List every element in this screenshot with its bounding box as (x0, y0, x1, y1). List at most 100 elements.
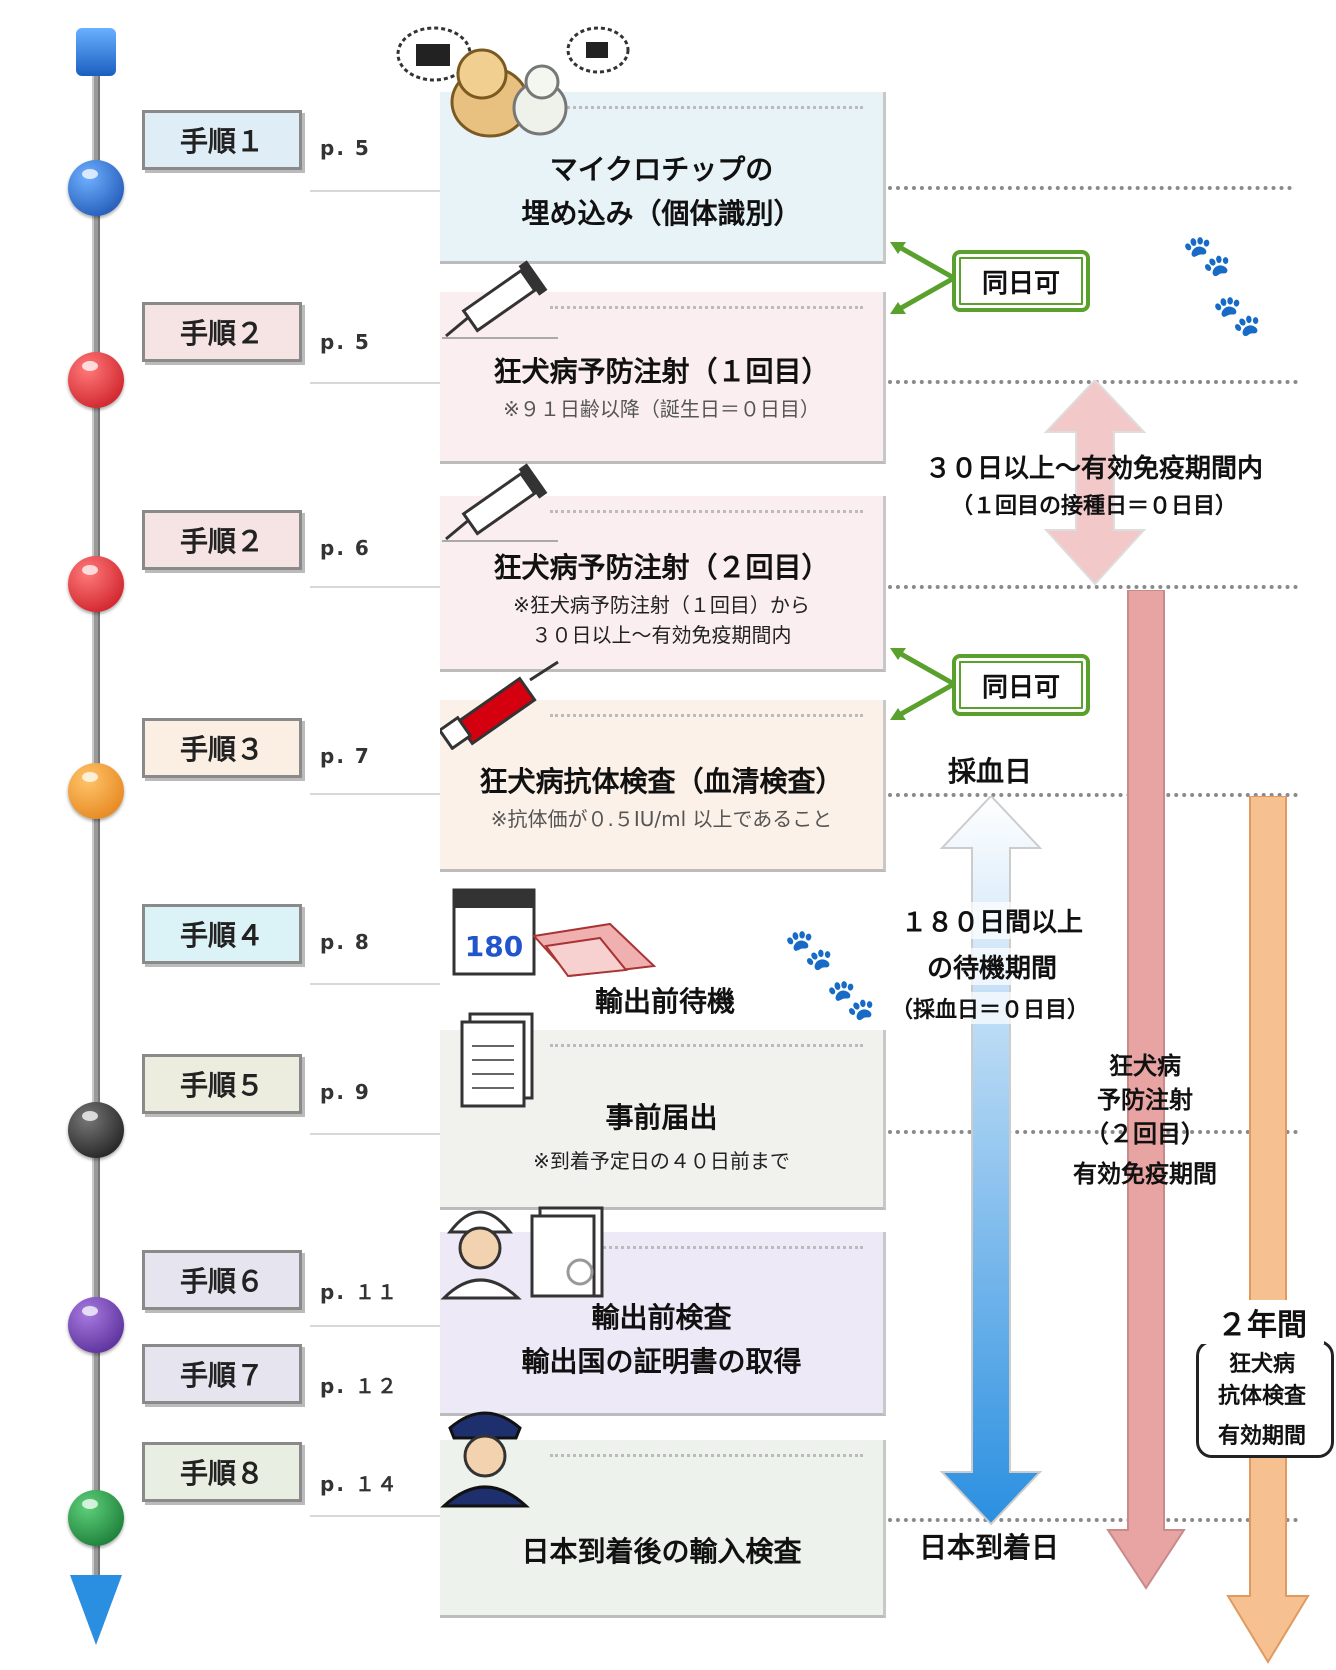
waiting-label-2: の待機期間 (892, 948, 1092, 985)
page-ref: p. １４ (320, 1472, 399, 1496)
page-ref: p. 5 (320, 330, 371, 354)
step-note: ※抗体価が０.５IU/ml 以上であること (490, 807, 833, 831)
vaccine-period-label-2: 予防注射 (1097, 1086, 1193, 1114)
step-note: ※狂犬病予防注射（１回目）から ３０日以上～有効免疫期間内 (513, 593, 810, 647)
step-title: マイクロチップの 埋め込み（個体識別） (521, 153, 802, 230)
step-label: 手順２ (142, 302, 302, 362)
guide-vaccine-2 (888, 585, 1298, 589)
stitch-line (550, 1246, 863, 1259)
guide-microchip (888, 186, 1292, 190)
stitch-line (550, 1044, 863, 1057)
blood-day-label: 採血日 (947, 755, 1032, 788)
page-ref: p. 7 (320, 744, 371, 768)
step6-marker (68, 1297, 124, 1353)
step-box-import-inspection: 日本到着後の輸入検査 (440, 1440, 886, 1618)
vaccine-period-label-1: 狂犬病 (1109, 1052, 1181, 1080)
step-label: 手順２ (142, 510, 302, 570)
connector (310, 382, 440, 384)
timeline-end-arrow (70, 1575, 122, 1645)
step2-marker (68, 352, 124, 408)
svg-text:180: 180 (465, 930, 523, 963)
calendar-icon: 180 (452, 888, 657, 978)
step-label: 手順５ (142, 1054, 302, 1114)
connector (310, 1325, 440, 1327)
same-day-badge: 同日可 (952, 250, 1090, 312)
paw-icon: 🐾 (1212, 293, 1262, 339)
step-note: ※到着予定日の４０日前まで (533, 1149, 790, 1173)
interval-arrow (1043, 380, 1147, 586)
page-ref: p. １２ (320, 1374, 399, 1398)
syringe-icon (442, 260, 558, 339)
officer-icon (440, 1411, 530, 1508)
arrival-day-label: 日本到着日 (918, 1531, 1059, 1564)
page-ref: p. 9 (320, 1080, 371, 1104)
antibody-period-label-3: 有効期間 (1217, 1424, 1306, 1449)
step-title-waiting: 輸出前待機 (594, 985, 735, 1018)
step-label: 手順７ (142, 1344, 302, 1404)
vaccine-period-arrow (1106, 590, 1186, 1590)
vaccine-period-label-4: 有効免疫期間 (1073, 1160, 1217, 1188)
step-title: 日本到着後の輸入検査 (521, 1535, 802, 1568)
step-box-vaccine-1: 狂犬病予防注射（１回目） ※９１日齢以降（誕生日＝０日目） (440, 292, 886, 464)
stitch-line (550, 106, 863, 119)
step-note: ※９１日齢以降（誕生日＝０日目） (503, 397, 820, 421)
guide-notification (888, 1130, 1298, 1134)
step2b-marker (68, 556, 124, 612)
page-ref: p. 5 (320, 136, 371, 160)
guide-blood (888, 793, 1298, 797)
connector (310, 983, 440, 985)
inspector-icon (440, 1206, 604, 1300)
stitch-line (550, 510, 863, 523)
waiting-period-arrow (939, 796, 1043, 1526)
step-title: 狂犬病抗体検査（血清検査） (479, 765, 844, 798)
waiting-label-3: （採血日＝０日目） (880, 992, 1100, 1024)
step-box-vaccine-2: 狂犬病予防注射（２回目） ※狂犬病予防注射（１回目）から ３０日以上～有効免疫期… (440, 496, 886, 672)
connector (310, 793, 440, 795)
same-day-badge: 同日可 (952, 654, 1090, 716)
connector (310, 190, 440, 192)
step-box-antibody: 狂犬病抗体検査（血清検査） ※抗体価が０.５IU/ml 以上であること (440, 700, 886, 872)
step5-marker (68, 1102, 124, 1158)
step3-marker (68, 763, 124, 819)
connector (310, 1133, 440, 1135)
step-box-export-inspection: 輸出前検査 輸出国の証明書の取得 (440, 1232, 886, 1416)
guide-arrival (888, 1518, 1298, 1522)
antibody-period-label-1: 狂犬病 (1228, 1352, 1295, 1377)
interval-note: （１回目の接種日＝０日目） (950, 494, 1237, 519)
step1-marker (68, 160, 124, 216)
antibody-period-label-2: 抗体検査 (1217, 1384, 1306, 1409)
step-label: 手順１ (142, 110, 302, 170)
paw-icon: 🐾 (784, 927, 834, 973)
blood-syringe-icon (440, 660, 559, 750)
same-day-arrows-2 (890, 647, 956, 721)
dog-cat-icon (396, 26, 630, 138)
antibody-period-arrow (1226, 796, 1310, 1664)
paw-icon: 🐾 (1182, 233, 1232, 279)
step8-marker (68, 1490, 124, 1546)
stitch-line (550, 1454, 863, 1467)
document-icon (460, 1012, 534, 1108)
step-label: 手順４ (142, 904, 302, 964)
step-title: 狂犬病予防注射（２回目） (493, 551, 830, 584)
interval-label: ３０日以上～有効免疫期間内 (924, 454, 1263, 484)
page-ref: p. １１ (320, 1280, 399, 1304)
stitch-line (550, 714, 863, 727)
page-ref: p. 8 (320, 930, 371, 954)
connector (310, 586, 440, 588)
timeline-start-cap (76, 28, 116, 76)
vaccine-period-label-3: （２回目） (1085, 1120, 1205, 1148)
page-ref: p. 6 (320, 536, 371, 560)
waiting-label-1: １８０日間以上 (892, 902, 1092, 939)
step-title: 狂犬病予防注射（１回目） (493, 355, 830, 388)
timeline-line (92, 40, 100, 1630)
paw-icon: 🐾 (826, 977, 876, 1023)
stitch-line (550, 306, 863, 319)
syringe-icon (442, 463, 558, 542)
same-day-arrows-1 (890, 241, 956, 315)
two-years-label: ２年間 (1200, 1300, 1324, 1344)
step-title: 輸出前検査 輸出国の証明書の取得 (521, 1301, 802, 1378)
step-label: 手順３ (142, 718, 302, 778)
step-label: 手順８ (142, 1442, 302, 1502)
connector (310, 1515, 440, 1517)
step-title: 事前届出 (605, 1101, 718, 1134)
